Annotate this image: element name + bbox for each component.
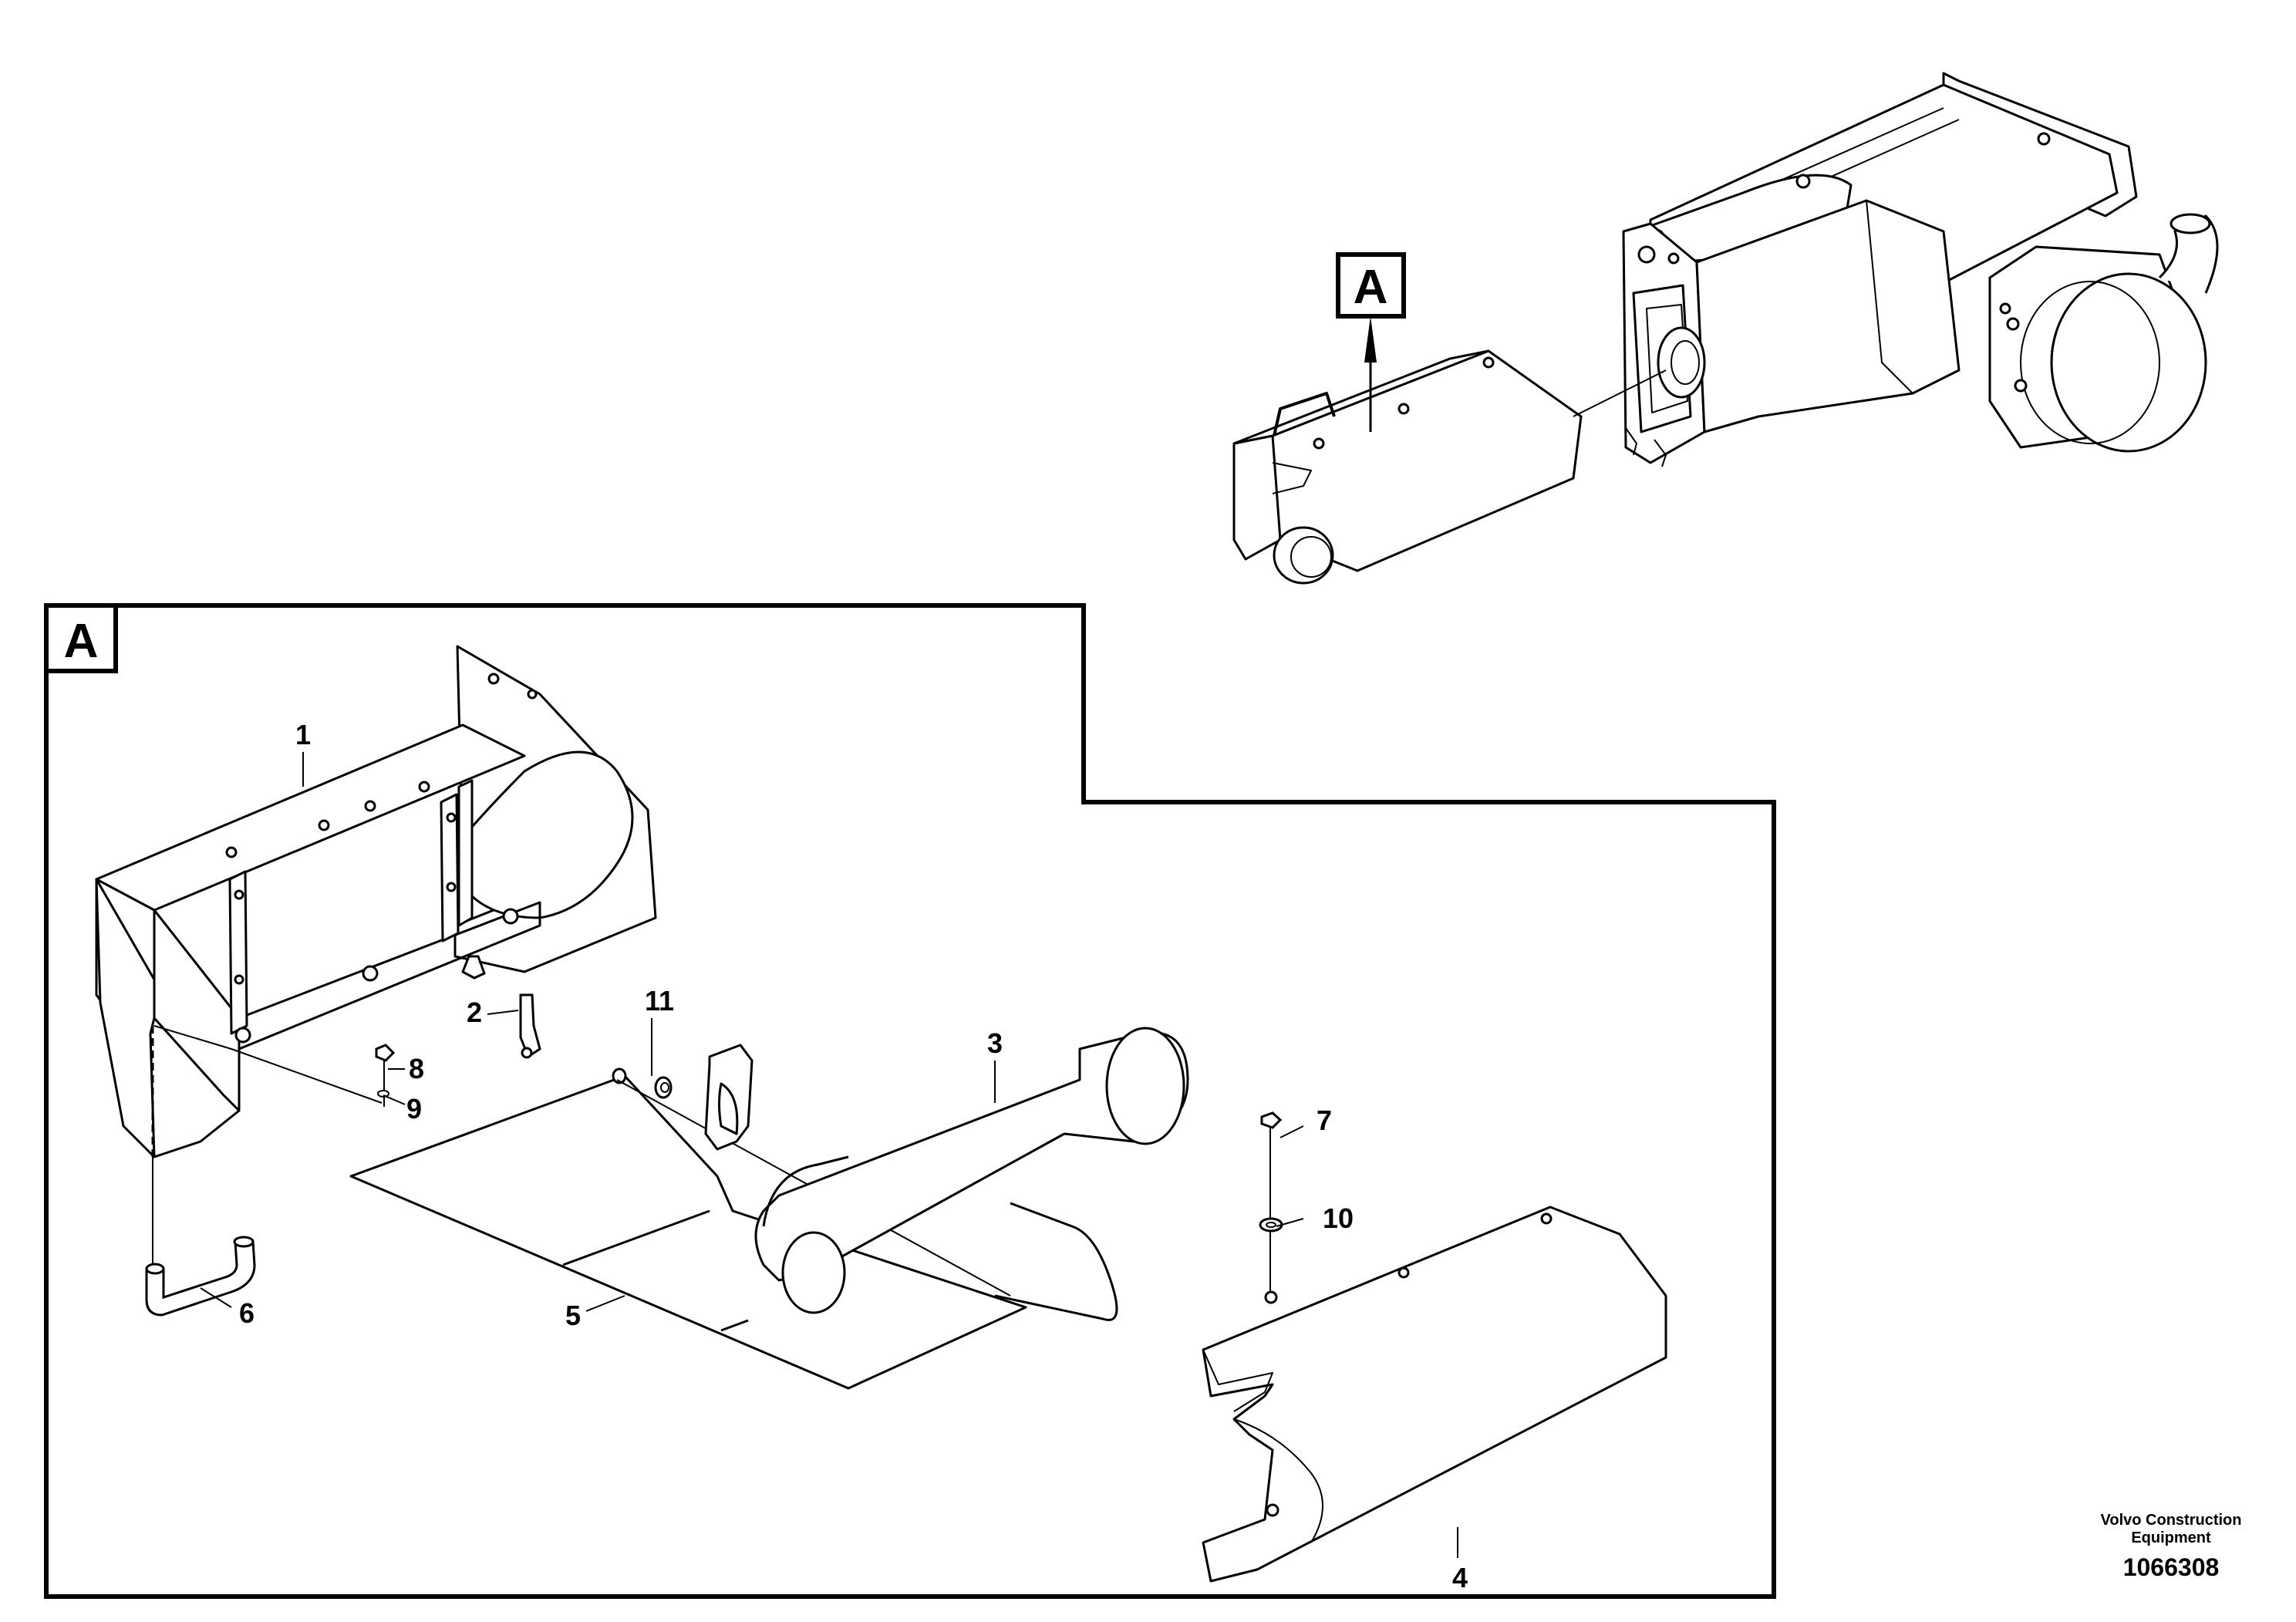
callout-1: 1 xyxy=(295,719,311,750)
part-7-bolt xyxy=(1260,1111,1283,1296)
part-11-nut xyxy=(612,1067,673,1099)
part-2-clip xyxy=(519,993,541,1059)
overview-assembly xyxy=(1622,72,2219,467)
footer-company-line2: Equipment xyxy=(2131,1529,2211,1546)
callout-7: 7 xyxy=(1317,1104,1332,1136)
callout-4: 4 xyxy=(1452,1562,1468,1593)
view-marker-a: A xyxy=(1336,252,1406,432)
callout-9: 9 xyxy=(406,1093,422,1125)
callout-2: 2 xyxy=(467,996,482,1028)
detail-marker-label: A xyxy=(64,615,99,668)
callout-10: 10 xyxy=(1323,1202,1354,1234)
part-8-bolt xyxy=(375,1044,396,1107)
callout-8: 8 xyxy=(409,1053,424,1084)
callout-3: 3 xyxy=(987,1027,1003,1059)
detail-marker-a: A xyxy=(44,603,118,673)
drawing-number: 1066308 xyxy=(2123,1553,2220,1581)
part-10-washer xyxy=(1259,1217,1283,1233)
overview-guard xyxy=(1232,349,1667,585)
view-marker-label: A xyxy=(1354,261,1388,314)
callout-11: 11 xyxy=(645,985,674,1017)
part-3-tube xyxy=(704,1027,1189,1321)
part-4-cover xyxy=(1202,1206,1667,1583)
part-1-bracket xyxy=(95,645,657,1158)
footer: Volvo Construction Equipment 1066308 xyxy=(2101,1512,2242,1581)
callout-5: 5 xyxy=(565,1300,581,1331)
part-6-hose xyxy=(145,1236,256,1317)
callouts xyxy=(200,752,1458,1558)
detail-frame xyxy=(44,603,1776,1599)
footer-company-line1: Volvo Construction xyxy=(2101,1512,2242,1529)
callout-6: 6 xyxy=(239,1297,255,1329)
part-9-washer xyxy=(377,1090,389,1098)
